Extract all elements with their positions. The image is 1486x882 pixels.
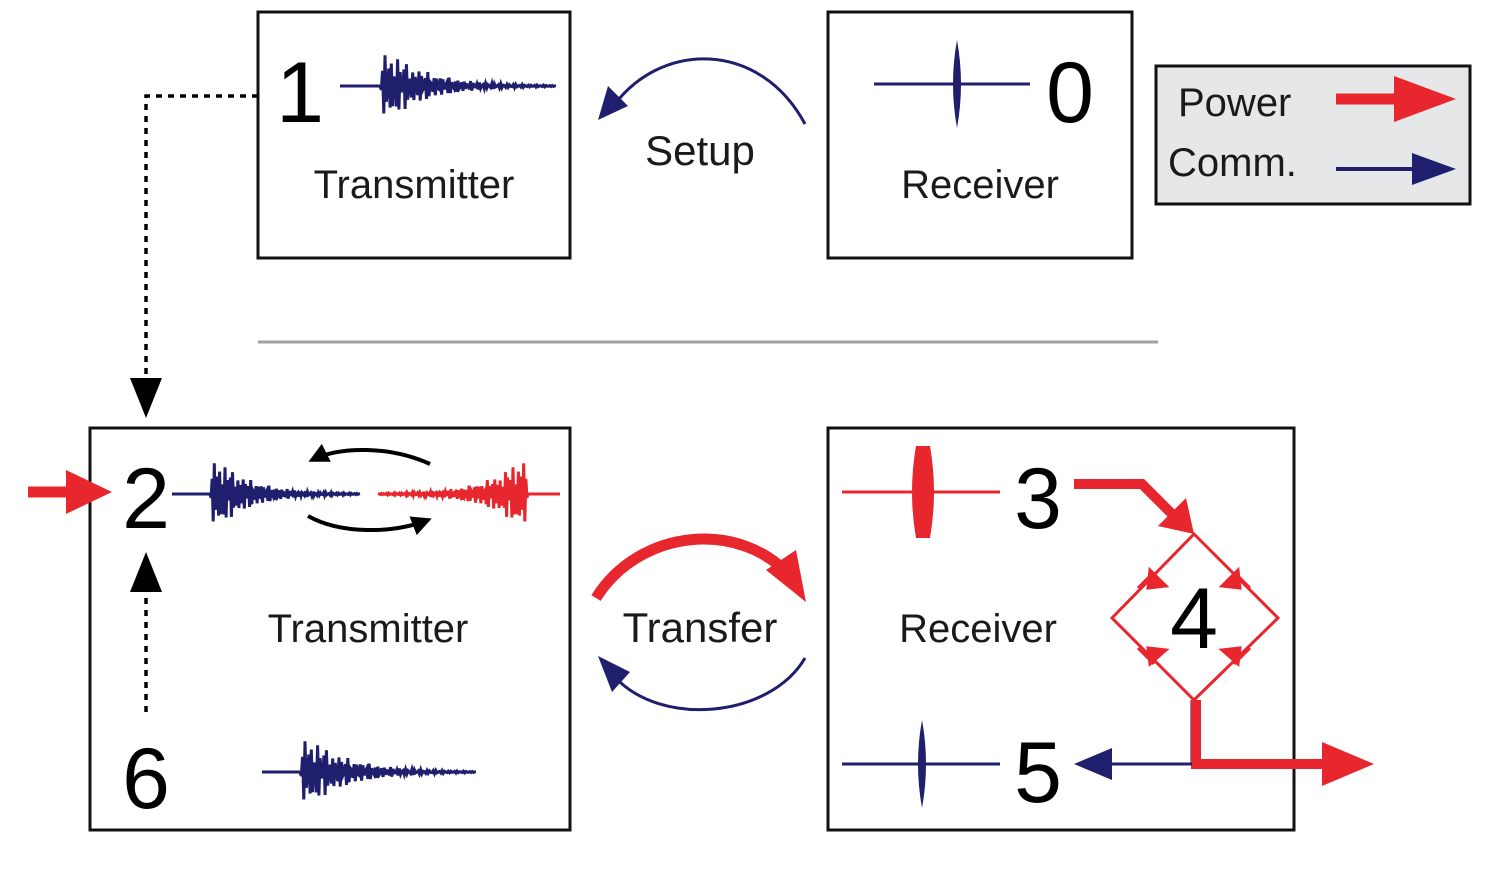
setup-comm-arrow — [610, 57, 807, 125]
transfer-receiver-label: Receiver — [899, 607, 1057, 651]
comm-spike-icon — [918, 720, 926, 808]
reflection-arrow-top — [308, 443, 431, 466]
power-input-arrowhead — [66, 470, 112, 514]
step-2-label: 2 — [122, 451, 170, 547]
setup-arrow-label: Setup — [645, 127, 755, 174]
dotted-flow-1-to-2-arrowhead — [130, 378, 162, 418]
dotted-flow-1-to-2 — [144, 94, 258, 396]
transmitter-pulse-icon — [378, 55, 557, 114]
transfer-power-arrowhead — [766, 550, 806, 602]
return-pulse-icon — [298, 741, 477, 800]
power-to-rectifier-line — [1074, 479, 1182, 524]
transfer-power-arrow — [591, 533, 795, 601]
power-output-line — [1191, 700, 1336, 769]
setup-transmitter-label: Transmitter — [314, 163, 515, 207]
step-1-label: 1 — [276, 45, 324, 141]
echo-pulse-icon — [377, 463, 530, 522]
transfer-comm-arrowhead — [598, 656, 630, 692]
legend: Power Comm. — [1154, 64, 1472, 206]
received-power-spike-icon — [912, 446, 934, 538]
setup-transmitter-box: 1 Transmitter — [256, 10, 572, 260]
receiver-spike-icon — [953, 40, 961, 128]
step-6-label: 6 — [122, 731, 170, 827]
transfer-transmitter-label: Transmitter — [268, 607, 469, 651]
power-to-rectifier-arrowhead — [1158, 498, 1194, 534]
legend-comm-label: Comm. — [1168, 141, 1297, 185]
transfer-comm-arrow — [612, 657, 807, 712]
legend-comm-arrowhead — [1412, 153, 1456, 185]
diode-bottom-right — [1218, 646, 1242, 667]
setup-comm-arrowhead — [598, 86, 628, 120]
step-4-label: 4 — [1170, 571, 1218, 667]
transfer-receiver-box: 3 Receiver 5 — [826, 426, 1296, 832]
step-3-label: 3 — [1014, 451, 1062, 547]
step-0-label: 0 — [1046, 45, 1094, 141]
outgoing-pulse-icon — [208, 463, 361, 522]
setup-receiver-label: Receiver — [901, 163, 1059, 207]
dotted-flow-6-to-2-arrowhead — [130, 552, 162, 592]
reflection-arrow-bottom — [307, 514, 432, 536]
comm-output-arrowhead — [1074, 748, 1112, 780]
step-5-label: 5 — [1014, 725, 1062, 821]
setup-receiver-box: 0 Receiver — [826, 10, 1134, 260]
transfer-transmitter-box: 2 Transmitter 6 — [88, 426, 572, 832]
diode-bottom-left — [1146, 646, 1170, 667]
power-output-arrowhead — [1322, 742, 1374, 786]
transfer-arrow-label: Transfer — [623, 604, 778, 651]
legend-power-arrowhead — [1394, 76, 1456, 122]
legend-power-label: Power — [1178, 81, 1291, 125]
